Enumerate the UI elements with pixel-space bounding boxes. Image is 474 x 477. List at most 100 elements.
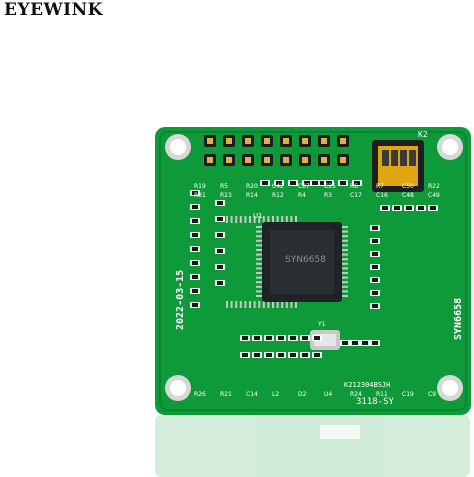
model-marking: SYN6658 (453, 298, 464, 340)
smd-component (215, 264, 225, 270)
smd-component (215, 232, 225, 238)
component-label: C50 (402, 183, 414, 190)
smd-component (190, 288, 200, 294)
component-label: C19 (402, 391, 414, 398)
component-label: R19 (194, 183, 206, 190)
smd-component (312, 352, 322, 358)
smd-component (215, 200, 225, 206)
smd-component (190, 190, 200, 196)
header-pin (280, 135, 292, 147)
main-chip: SYN6658 (226, 216, 348, 308)
component-label: R21 (220, 391, 232, 398)
smd-component (370, 238, 380, 244)
smd-component (324, 180, 334, 186)
header-pin (318, 135, 330, 147)
smd-component (215, 280, 225, 286)
component-label: R11 (376, 391, 388, 398)
component-label: D2 (298, 391, 307, 398)
smd-component (190, 260, 200, 266)
smd-component (370, 277, 380, 283)
board-reflection (155, 415, 470, 477)
component-label: R12 (272, 192, 284, 199)
mounting-hole (437, 134, 463, 160)
header-pin (337, 135, 349, 147)
header-pin (204, 135, 216, 147)
smd-component (190, 246, 200, 252)
component-label: R4 (298, 192, 306, 199)
smd-component (215, 216, 225, 222)
component-label: C42 (272, 183, 284, 190)
smd-component (288, 180, 298, 186)
component-label: C49 (428, 192, 440, 199)
component-label: L2 (272, 391, 279, 398)
mounting-hole (165, 375, 191, 401)
connector-label: K2 (418, 130, 428, 139)
smd-component (264, 335, 274, 341)
header-pin (261, 135, 273, 147)
date-marking: 2022-03-15 (175, 270, 186, 330)
smd-component (370, 251, 380, 257)
smd-component (370, 264, 380, 270)
smd-component (274, 180, 284, 186)
smd-component (288, 352, 298, 358)
revision-code: 3118-SY (356, 397, 395, 407)
smd-component (312, 335, 322, 341)
header-pin (261, 154, 273, 166)
component-label: R31 (194, 192, 206, 199)
smd-component (215, 248, 225, 254)
component-label: C16 (376, 192, 388, 199)
smd-component (190, 274, 200, 280)
brand-logo: EYEWINK (4, 0, 103, 20)
component-label: C9 (428, 391, 436, 398)
chip-model-text: SYN6658 (285, 255, 326, 265)
smd-component (370, 225, 380, 231)
component-label: U4 (324, 391, 332, 398)
smd-component (260, 180, 270, 186)
dip-switch (372, 140, 424, 192)
smd-component (352, 180, 362, 186)
smd-component (392, 205, 402, 211)
smd-component (252, 335, 262, 341)
smd-component (252, 352, 262, 358)
component-label: C27 (298, 183, 310, 190)
component-label: R22 (428, 183, 440, 190)
header-pin (242, 135, 254, 147)
component-label: R5 (220, 183, 228, 190)
smd-component (240, 352, 250, 358)
component-label: R23 (220, 192, 232, 199)
mounting-hole (437, 375, 463, 401)
smd-component (276, 352, 286, 358)
component-label: R20 (246, 183, 258, 190)
smd-component (190, 302, 200, 308)
smd-component (190, 232, 200, 238)
smd-component (300, 352, 310, 358)
smd-component (416, 205, 426, 211)
smd-component (370, 303, 380, 309)
header-pin (299, 154, 311, 166)
component-label: R7 (376, 183, 384, 190)
component-label: R6 (350, 183, 358, 190)
header-pin (204, 154, 216, 166)
header-pin (337, 154, 349, 166)
component-label: C14 (246, 391, 258, 398)
smd-component (380, 205, 390, 211)
header-pin (242, 154, 254, 166)
smd-component (370, 290, 380, 296)
smd-component (302, 180, 312, 186)
header-pin (223, 154, 235, 166)
chip-ref: U1 (253, 212, 263, 220)
smd-component (340, 340, 350, 346)
smd-component (264, 352, 274, 358)
component-label: C25 (324, 183, 336, 190)
batch-code: K212304BSJH (344, 381, 390, 389)
component-label: C48 (402, 192, 414, 199)
component-label: R14 (246, 192, 258, 199)
smd-component (370, 340, 380, 346)
component-label: C17 (350, 192, 362, 199)
mounting-hole (165, 134, 191, 160)
component-label: R26 (194, 391, 206, 398)
smd-component (360, 340, 370, 346)
smd-component (276, 335, 286, 341)
